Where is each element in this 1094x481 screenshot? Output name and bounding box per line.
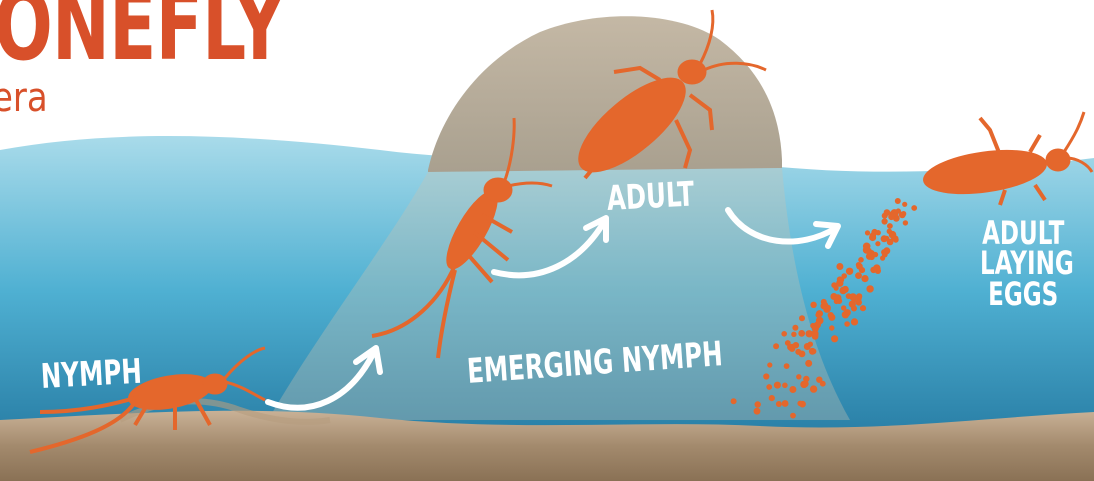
egg-dot (844, 309, 851, 316)
egg-dot (754, 408, 761, 415)
egg-dot (887, 229, 892, 234)
egg-dot (899, 212, 906, 219)
egg-dot (873, 252, 878, 257)
egg-dot (793, 342, 799, 348)
egg-dot (861, 275, 868, 282)
egg-dot (810, 385, 817, 392)
egg-dot (776, 401, 782, 407)
egg-dot (763, 373, 769, 379)
egg-dot (851, 318, 858, 325)
egg-dot (808, 342, 813, 347)
egg-dot (796, 374, 801, 379)
egg-dot (812, 325, 819, 332)
egg-dot (821, 299, 827, 305)
egg-dot (911, 205, 917, 211)
egg-dot (798, 330, 805, 337)
egg-dot (887, 223, 893, 229)
egg-dot (815, 312, 821, 318)
egg-dot (766, 384, 772, 390)
egg-dot (829, 325, 834, 330)
egg-dot (846, 268, 853, 275)
egg-dot (816, 317, 824, 325)
egg-dot (851, 297, 856, 302)
egg-dot (895, 198, 901, 204)
egg-dot (789, 386, 796, 393)
egg-dot (774, 382, 781, 389)
page-subtitle: era (0, 78, 48, 118)
egg-dot (842, 286, 849, 293)
egg-dot (881, 235, 888, 242)
egg-dot (866, 285, 873, 292)
label-nymph: NYMPH (40, 355, 143, 394)
egg-dot (767, 362, 772, 367)
egg-dot (773, 343, 779, 349)
egg-dot (792, 325, 798, 331)
egg-dot (831, 335, 838, 342)
egg-dot (834, 299, 840, 305)
egg-dot (882, 218, 888, 224)
egg-dot (825, 305, 831, 311)
egg-dot (799, 315, 805, 321)
egg-dot (782, 400, 789, 407)
egg-dot (755, 401, 761, 407)
egg-dot (871, 229, 877, 235)
egg-dot (791, 332, 796, 337)
egg-dot (810, 302, 816, 308)
egg-dot (860, 305, 866, 311)
egg-dot (731, 398, 737, 404)
egg-dot (828, 312, 834, 318)
egg-dot (797, 401, 803, 407)
egg-dot (851, 306, 857, 312)
egg-dot (870, 267, 876, 273)
page-title: ONEFLY (0, 0, 284, 74)
egg-dot (856, 296, 861, 301)
egg-dot (883, 247, 890, 254)
egg-dot (865, 248, 871, 254)
egg-dot (887, 239, 894, 246)
egg-dot (836, 263, 843, 270)
egg-dot (782, 383, 788, 389)
egg-dot (865, 230, 870, 235)
egg-dot (839, 277, 845, 283)
label-adult: ADULT (606, 177, 695, 216)
egg-dot (855, 272, 862, 279)
egg-dot (781, 331, 787, 337)
egg-dot (805, 360, 812, 367)
egg-dot (884, 209, 891, 216)
egg-dot (880, 256, 885, 261)
egg-dot (875, 241, 880, 246)
egg-dot (809, 348, 816, 355)
egg-dot (769, 395, 775, 401)
egg-dot (858, 257, 864, 263)
label-adult-laying-eggs: ADULT LAYING EGGS (980, 218, 1066, 309)
egg-dot (816, 377, 822, 383)
egg-dot (802, 381, 809, 388)
egg-dot (795, 349, 801, 355)
egg-dot (903, 220, 908, 225)
egg-dot (784, 363, 790, 369)
egg-dot (902, 202, 907, 207)
egg-dot (856, 263, 863, 270)
egg-dot (844, 321, 850, 327)
egg-dot (790, 413, 796, 419)
